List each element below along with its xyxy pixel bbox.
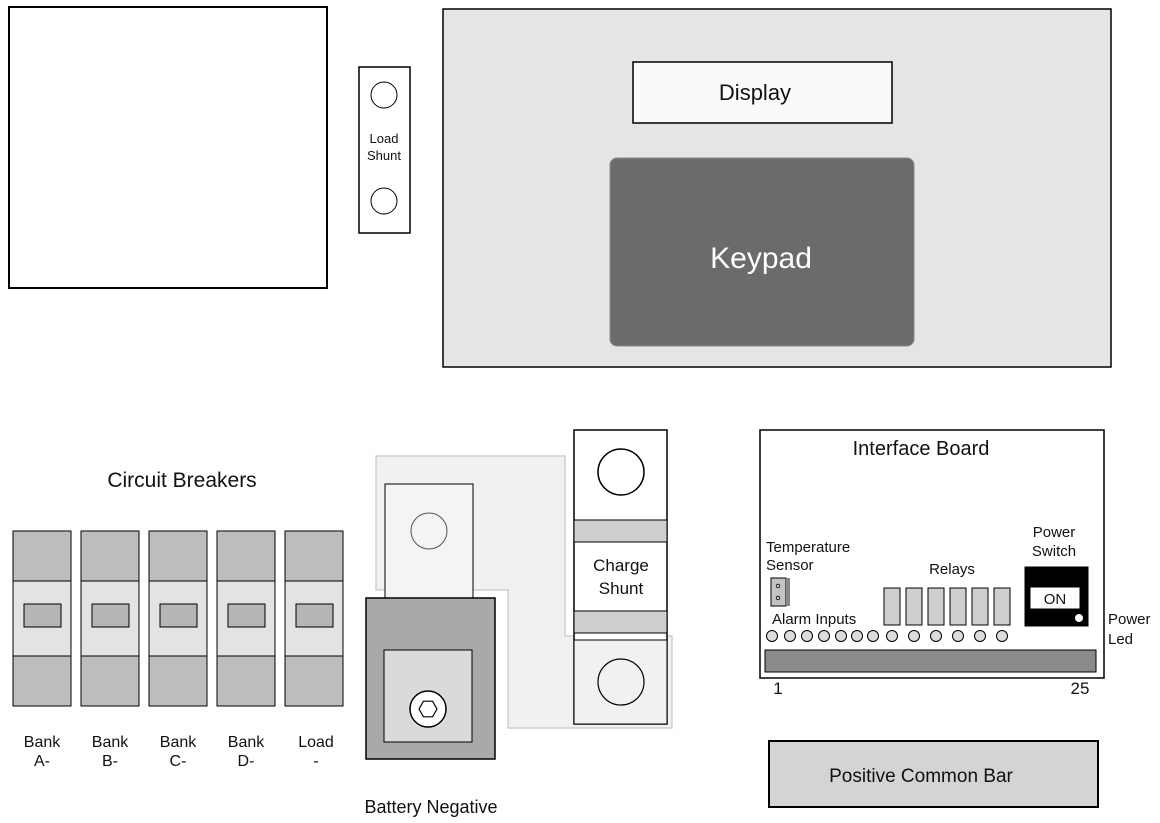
breaker-label-line1: Bank	[228, 734, 265, 751]
temperature-sensor-connector	[770, 577, 787, 607]
alarm-input-terminal	[801, 630, 813, 642]
alarm-input-terminal	[835, 630, 847, 642]
keypad	[609, 157, 915, 347]
positive-common-bar-label: Positive Common Bar	[829, 766, 1013, 787]
breaker-load	[284, 530, 344, 707]
relay	[993, 587, 1011, 626]
load-shunt-label-line2: Shunt	[367, 148, 401, 163]
breaker-handle	[227, 603, 266, 628]
breaker-handle	[91, 603, 130, 628]
breaker-label-line2: D-	[238, 753, 255, 770]
battery-negative-label: Battery Negative	[364, 797, 497, 817]
temperature-sensor-label-line2: Sensor	[766, 557, 814, 574]
terminal-indicators	[766, 630, 1008, 642]
alarm-input-terminal	[851, 630, 863, 642]
blank-panel	[8, 6, 328, 289]
breaker-label-line2: C-	[170, 753, 187, 770]
relay	[949, 587, 967, 626]
relay-terminal	[996, 630, 1008, 642]
power-switch-label-line1: Power	[1033, 524, 1076, 541]
interface-board-title: Interface Board	[853, 438, 990, 460]
breaker-handle	[159, 603, 198, 628]
interface-board: Interface Board Temperature Sensor Relay…	[759, 429, 1105, 679]
power-led-label-line2: Led	[1108, 631, 1133, 648]
display-box	[632, 61, 893, 124]
alarm-input-terminal	[766, 630, 778, 642]
charge-shunt-terminal-bottom	[597, 658, 645, 706]
breaker-label-line2: -	[313, 753, 318, 770]
power-led-indicator	[1075, 614, 1083, 622]
load-shunt: Load Shunt	[358, 66, 411, 234]
breaker-handle	[295, 603, 334, 628]
breaker-bank-a	[12, 530, 72, 707]
keypad-label: Keypad	[710, 242, 812, 275]
circuit-breakers-title: Circuit Breakers	[107, 469, 256, 492]
breaker-labels: Bank A- Bank B- Bank C- Bank D- Load -	[24, 734, 334, 770]
connector-pin	[775, 583, 781, 589]
charge-shunt-label-line1: Charge	[593, 556, 649, 575]
charge-shunt-terminal-top	[597, 448, 645, 496]
breaker-label-line2: A-	[34, 753, 50, 770]
hex-bolt-icon	[418, 700, 438, 718]
terminal-start-number: 1	[773, 679, 782, 698]
breaker-bank-d	[216, 530, 276, 707]
battery-negative-terminal	[365, 597, 496, 760]
power-switch-label-line2: Switch	[1032, 543, 1076, 560]
breaker-label-line1: Bank	[92, 734, 129, 751]
breaker-label-line1: Bank	[160, 734, 197, 751]
relay	[971, 587, 989, 626]
busbar-lug-hole	[410, 512, 448, 550]
relays-label: Relays	[929, 561, 975, 578]
temperature-sensor-label-line1: Temperature	[766, 539, 850, 556]
charge-shunt: Charge Shunt	[573, 429, 668, 725]
terminal-end-number: 25	[1071, 679, 1090, 698]
display-label: Display	[719, 80, 791, 105]
relay-terminal	[886, 630, 898, 642]
alarm-input-terminal	[867, 630, 879, 642]
relay	[927, 587, 945, 626]
charge-shunt-label-line2: Shunt	[599, 579, 644, 598]
power-switch-state: ON	[1044, 591, 1067, 608]
charge-shunt-band-top	[573, 519, 668, 543]
relay-terminal	[908, 630, 920, 642]
relay-terminal	[952, 630, 964, 642]
load-shunt-terminal-top	[370, 81, 398, 109]
alarm-inputs-label: Alarm Inputs	[772, 611, 856, 628]
breaker-row	[12, 530, 344, 707]
terminal-strip	[764, 649, 1097, 673]
connector-pin	[775, 595, 781, 601]
power-switch-rocker	[1029, 586, 1081, 610]
alarm-input-terminal	[784, 630, 796, 642]
breaker-handle	[23, 603, 62, 628]
breaker-bank-c	[148, 530, 208, 707]
breaker-label-line2: B-	[102, 753, 118, 770]
relay	[905, 587, 923, 626]
relay-terminal	[930, 630, 942, 642]
temperature-sensor-connector-edge	[786, 578, 790, 606]
relay	[883, 587, 901, 626]
breaker-label-line1: Bank	[24, 734, 61, 751]
power-led-label-line1: Power	[1108, 611, 1151, 628]
controller-panel: Display Keypad	[442, 8, 1112, 368]
breaker-label-line1: Load	[298, 734, 334, 751]
load-shunt-label-line1: Load	[370, 131, 399, 146]
relay-terminal	[974, 630, 986, 642]
load-shunt-terminal-bottom	[370, 187, 398, 215]
alarm-input-terminal	[818, 630, 830, 642]
charge-shunt-band-bottom	[573, 610, 668, 634]
breaker-bank-b	[80, 530, 140, 707]
positive-common-bar	[768, 740, 1099, 808]
